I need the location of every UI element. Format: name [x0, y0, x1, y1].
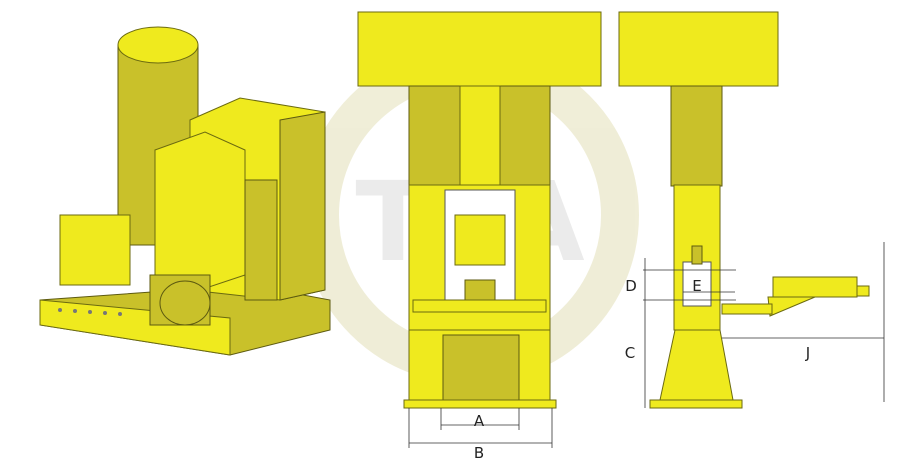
- isometric-view: [39, 26, 331, 356]
- dimension-label-d: D: [625, 277, 637, 295]
- dimension-label-j: J: [805, 344, 810, 362]
- dimension-label-a: A: [474, 412, 485, 430]
- front-view: [357, 11, 602, 448]
- dimension-label-c: C: [625, 344, 635, 362]
- dimension-label-e: E: [692, 277, 701, 295]
- dimension-label-b: B: [474, 444, 484, 462]
- side-view: [618, 11, 885, 409]
